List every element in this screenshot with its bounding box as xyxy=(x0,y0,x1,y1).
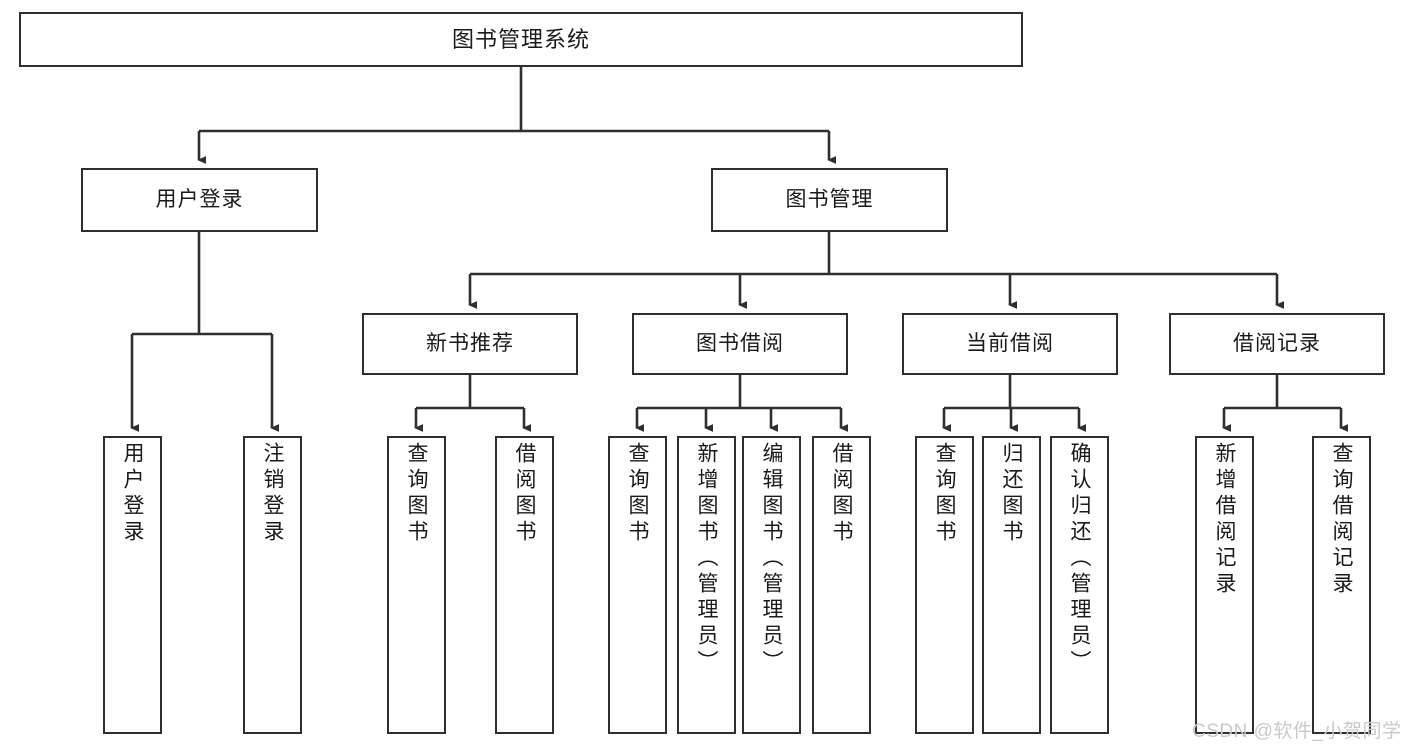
node-label: 借阅记录 xyxy=(1233,331,1321,355)
node-label: 借阅图书 xyxy=(513,442,536,546)
node-label: 编辑图书（管理员） xyxy=(760,442,783,676)
leaf-current-borrow-return-book[interactable]: 归还图书 xyxy=(982,436,1041,734)
node-label: 用户登录 xyxy=(121,442,144,546)
node-book-management[interactable]: 图书管理 xyxy=(711,168,948,232)
node-label: 查询图书 xyxy=(626,442,649,546)
leaf-user-login-logout[interactable]: 注销登录 xyxy=(243,436,302,734)
node-label: 新增图书（管理员） xyxy=(695,442,718,676)
leaf-book-borrow-borrow-book[interactable]: 借阅图书 xyxy=(812,436,871,734)
leaf-user-login-do-login[interactable]: 用户登录 xyxy=(103,436,162,734)
node-label: 图书管理 xyxy=(785,187,874,211)
node-label: 用户登录 xyxy=(155,187,244,211)
node-current-borrow[interactable]: 当前借阅 xyxy=(902,313,1118,375)
watermark-csdn: CSDN @软件_小贺同学 xyxy=(1192,721,1402,742)
leaf-current-borrow-confirm-return-admin[interactable]: 确认归还（管理员） xyxy=(1050,436,1109,734)
node-label: 注销登录 xyxy=(261,442,284,546)
leaf-borrow-record-query-record[interactable]: 查询借阅记录 xyxy=(1312,436,1371,734)
leaf-new-book-query-book[interactable]: 查询图书 xyxy=(387,436,446,734)
node-label: 当前借阅 xyxy=(966,331,1054,355)
node-label: 新增借阅记录 xyxy=(1213,442,1236,598)
node-label: 确认归还（管理员） xyxy=(1068,442,1091,676)
node-borrow-record[interactable]: 借阅记录 xyxy=(1169,313,1385,375)
node-label: 归还图书 xyxy=(1000,442,1023,546)
leaf-current-borrow-query-book[interactable]: 查询图书 xyxy=(915,436,974,734)
node-new-book-recommend[interactable]: 新书推荐 xyxy=(362,313,578,375)
leaf-book-borrow-query-book[interactable]: 查询图书 xyxy=(608,436,667,734)
node-label: 查询借阅记录 xyxy=(1330,442,1353,598)
leaf-book-borrow-edit-book-admin[interactable]: 编辑图书（管理员） xyxy=(742,436,801,734)
node-book-borrow[interactable]: 图书借阅 xyxy=(632,313,848,375)
node-label: 新书推荐 xyxy=(426,331,514,355)
node-user-login[interactable]: 用户登录 xyxy=(81,168,318,232)
leaf-new-book-borrow-book[interactable]: 借阅图书 xyxy=(495,436,554,734)
leaf-book-borrow-add-book-admin[interactable]: 新增图书（管理员） xyxy=(677,436,736,734)
node-label: 图书管理系统 xyxy=(451,26,590,52)
node-label: 查询图书 xyxy=(405,442,428,546)
node-label: 借阅图书 xyxy=(830,442,853,546)
leaf-borrow-record-add-record[interactable]: 新增借阅记录 xyxy=(1195,436,1254,734)
node-label: 图书借阅 xyxy=(696,331,784,355)
node-root-book-management-system[interactable]: 图书管理系统 xyxy=(19,12,1023,67)
node-label: 查询图书 xyxy=(933,442,956,546)
